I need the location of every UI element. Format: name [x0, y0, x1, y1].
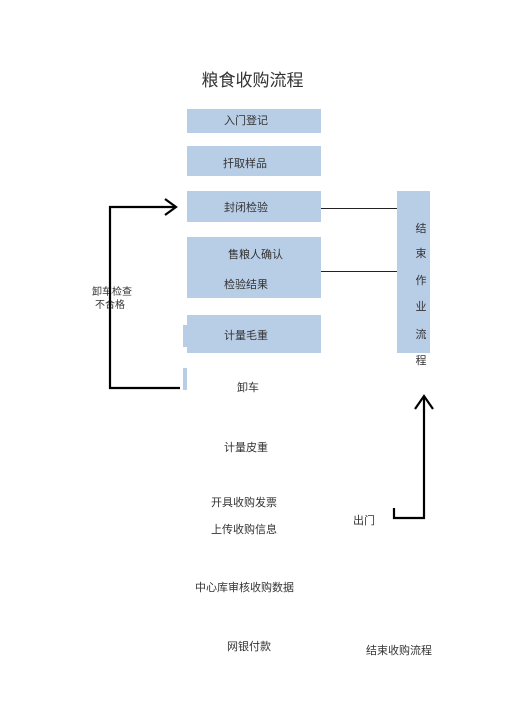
retest-arrow	[108, 205, 180, 390]
step-tare-label: 计量皮重	[224, 441, 268, 454]
connector-line	[321, 271, 397, 272]
end-process-char: 业	[415, 300, 427, 313]
fail-label-line1: 卸车检查	[92, 287, 132, 298]
exit-label: 出门	[353, 514, 375, 527]
step-sealed-label: 封闭检验	[224, 201, 268, 214]
box-fragment	[183, 368, 187, 390]
step-gross-label: 计量毛重	[224, 329, 268, 342]
step-payment-label: 网银付款	[227, 640, 271, 653]
end-process-char: 束	[415, 247, 427, 260]
box-fragment	[183, 325, 187, 347]
end-final-label: 结束收购流程	[366, 644, 432, 657]
step-entry-box	[187, 109, 321, 133]
step-entry-label: 入门登记	[224, 114, 268, 127]
exit-arrowhead	[414, 394, 434, 410]
step-sample-label: 扦取样品	[223, 157, 267, 170]
step-result-label: 检验结果	[224, 278, 268, 291]
end-process-char: 结	[415, 222, 427, 235]
step-seller-confirm-label: 售粮人确认	[228, 248, 283, 261]
step-gross-box	[187, 315, 321, 353]
page-title: 粮食收购流程	[201, 71, 304, 91]
end-process-box	[397, 191, 430, 353]
retest-arrowhead	[164, 198, 178, 216]
step-confirm-box	[187, 237, 321, 298]
end-process-char: 程	[415, 354, 427, 367]
end-process-char: 作	[415, 274, 427, 287]
step-sealed-box	[187, 191, 321, 222]
connector-line	[321, 208, 397, 209]
end-process-char: 流	[415, 328, 427, 341]
step-upload-label: 上传收购信息	[211, 523, 277, 536]
step-sample-box	[187, 146, 321, 176]
step-invoice-label: 开具收购发票	[211, 496, 277, 509]
exit-arrow	[392, 397, 426, 520]
step-unload-label: 卸车	[237, 381, 259, 394]
step-audit-label: 中心库审核收购数据	[195, 581, 294, 594]
